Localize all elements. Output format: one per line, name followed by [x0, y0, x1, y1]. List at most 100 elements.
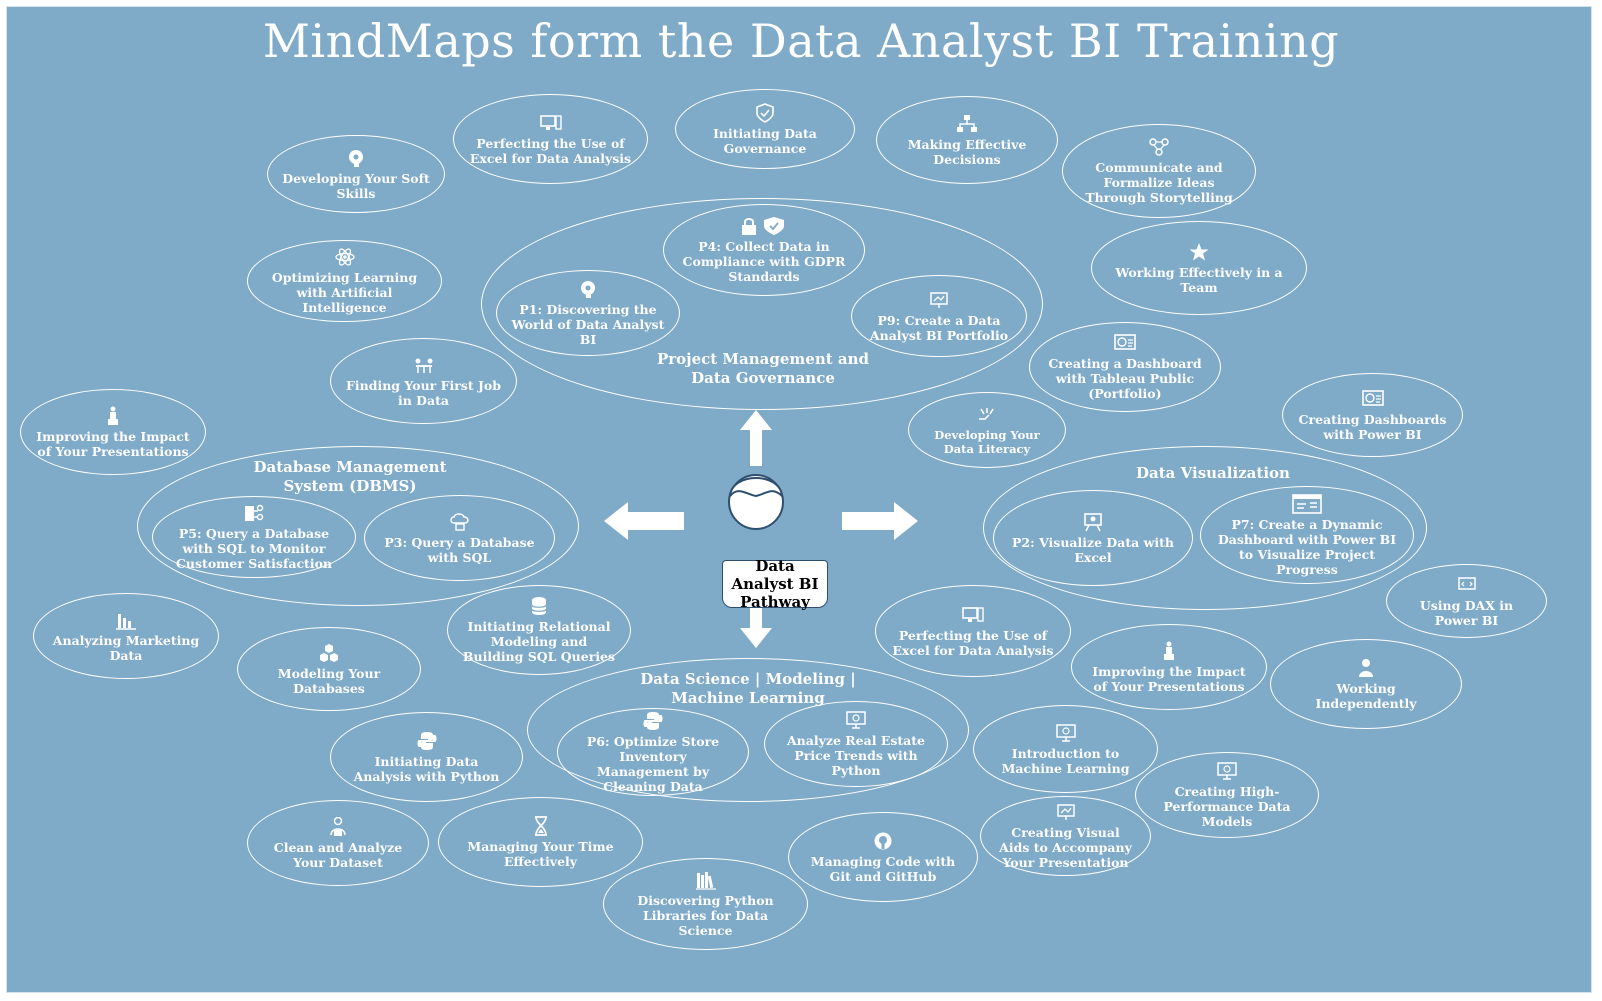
network-icon — [1148, 137, 1170, 157]
hourglass-icon — [530, 815, 552, 836]
node-decisions-label: Making Effective Decisions — [907, 136, 1027, 167]
node-excel-bottom: Perfecting the Use of Excel for Data Ana… — [875, 585, 1071, 677]
node-independent: Working Independently — [1270, 639, 1462, 729]
node-relational-label: Initiating Relational Modeling and Build… — [462, 619, 616, 664]
speaker-icon — [102, 406, 124, 426]
node-powerbi-dash-label: Creating Dashboards with Power BI — [1298, 411, 1447, 442]
node-clean-dataset-label: Clean and Analyze Your Dataset — [273, 839, 403, 870]
node-p7: P7: Create a Dynamic Dashboard with Powe… — [1200, 486, 1414, 584]
diagram-title: MindMaps form the Data Analyst BI Traini… — [262, 14, 1340, 68]
node-p6: P6: Optimize Store Inventory Management … — [557, 708, 749, 796]
easel-icon — [1082, 512, 1104, 532]
node-marketing-label: Analyzing Marketing Data — [52, 632, 200, 663]
ml-screen-icon — [845, 710, 867, 730]
node-hp-models-label: Creating High-Performance Data Models — [1163, 784, 1291, 829]
node-real-estate-label: Analyze Real Estate Price Trends with Py… — [786, 733, 925, 778]
node-storytelling-label: Communicate and Formalize Ideas Through … — [1085, 160, 1233, 205]
node-visual-aids-label: Creating Visual Aids to Accompany Your P… — [999, 825, 1132, 870]
node-p3: P3: Query a Database with SQL — [364, 495, 555, 581]
node-ml-intro: Introduction to Machine Learning — [973, 705, 1158, 793]
computer-icon — [539, 113, 562, 133]
node-p3-label: P3: Query a Database with SQL — [384, 534, 535, 565]
lock-shield-icon — [739, 216, 789, 236]
head-gears-icon — [345, 148, 367, 168]
node-p9: P9: Create a Data Analyst BI Portfolio — [851, 275, 1027, 357]
dashboard-icon — [1361, 389, 1384, 409]
node-p1: P1: Discovering the World of Data Analys… — [496, 270, 680, 356]
meeting-icon — [413, 355, 435, 375]
node-python-libs-label: Discovering Python Libraries for Data Sc… — [637, 893, 774, 938]
node-p5-label: P5: Query a Database with SQL to Monitor… — [175, 526, 333, 571]
node-presentations-right: Improving the Impact of Your Presentatio… — [1071, 624, 1267, 710]
cloud-server-icon — [449, 512, 471, 532]
computer-icon — [962, 605, 984, 625]
node-p2-label: P2: Visualize Data with Excel — [1012, 534, 1174, 565]
atom-icon — [334, 247, 356, 267]
group-project-ellipse — [481, 198, 1043, 410]
node-p1-label: P1: Discovering the World of Data Analys… — [511, 302, 665, 347]
dashboard-icon — [1114, 333, 1136, 353]
arrow-down — [740, 596, 772, 648]
speaker-icon — [1158, 641, 1180, 661]
code-screen-icon — [1456, 575, 1478, 595]
node-soft-skills-label: Developing Your Soft Skills — [282, 170, 430, 201]
ml-screen-icon — [1216, 761, 1238, 781]
group-dataviz-title: Data Visualization — [1136, 464, 1290, 482]
github-icon — [872, 831, 894, 851]
presentation-icon — [928, 290, 950, 310]
presentation-icon — [1055, 802, 1077, 822]
node-governance: Initiating Data Governance — [675, 89, 855, 169]
node-independent-label: Working Independently — [1315, 680, 1417, 711]
arrow-up — [740, 410, 772, 466]
node-tableau: Creating a Dashboard with Tableau Public… — [1029, 322, 1221, 412]
node-clean-dataset: Clean and Analyze Your Dataset — [247, 800, 429, 886]
node-governance-label: Initiating Data Governance — [713, 125, 817, 156]
node-soft-skills: Developing Your Soft Skills — [267, 135, 445, 213]
group-dbms-ellipse — [137, 446, 579, 606]
node-decisions: Making Effective Decisions — [876, 96, 1058, 184]
node-presentations-right-label: Improving the Impact of Your Presentatio… — [1092, 663, 1246, 694]
node-ml-intro-label: Introduction to Machine Learning — [1001, 745, 1130, 776]
database-icon — [528, 596, 550, 616]
node-tableau-label: Creating a Dashboard with Tableau Public… — [1048, 356, 1202, 401]
node-first-job-label: Finding Your First Job in Data — [346, 377, 501, 408]
node-hp-models: Creating High-Performance Data Models — [1135, 752, 1319, 838]
group-datascience-title: Data Science | Modeling | Machine Learni… — [640, 670, 856, 707]
shield-check-icon — [754, 102, 776, 123]
node-p5: P5: Query a Database with SQL to Monitor… — [152, 496, 356, 578]
node-real-estate: Analyze Real Estate Price Trends with Py… — [764, 701, 948, 787]
node-excel-bottom-label: Perfecting the Use of Excel for Data Ana… — [892, 627, 1054, 658]
node-p4: P4: Collect Data in Compliance with GDPR… — [663, 204, 865, 296]
cubes-icon — [318, 643, 340, 663]
arrow-left — [604, 502, 684, 540]
arrow-right — [842, 502, 918, 540]
node-data-literacy: Developing Your Data Literacy — [908, 392, 1066, 468]
node-python-intro-label: Initiating Data Analysis with Python — [353, 753, 500, 784]
python-icon — [642, 711, 664, 731]
node-team-label: Working Effectively in a Team — [1115, 264, 1283, 295]
node-time: Managing Your Time Effectively — [438, 797, 643, 887]
team-star-icon — [1188, 242, 1210, 262]
node-p4-label: P4: Collect Data in Compliance with GDPR… — [682, 239, 846, 284]
node-p7-label: P7: Create a Dynamic Dashboard with Powe… — [1217, 516, 1397, 577]
python-icon — [416, 731, 438, 751]
node-data-literacy-label: Developing Your Data Literacy — [934, 427, 1040, 456]
node-visual-aids: Creating Visual Aids to Accompany Your P… — [980, 796, 1151, 876]
node-p9-label: P9: Create a Data Analyst BI Portfolio — [869, 312, 1009, 343]
analyst-icon — [327, 816, 349, 837]
dashboard-window-icon — [1292, 493, 1322, 514]
ml-screen-icon — [1055, 723, 1077, 743]
node-modeling-db: Modeling Your Databases — [237, 627, 421, 711]
group-dataviz-ellipse — [983, 446, 1427, 610]
node-presentations-left: Improving the Impact of Your Presentatio… — [20, 389, 206, 475]
node-presentations-left-label: Improving the Impact of Your Presentatio… — [36, 428, 190, 459]
node-excel-top: Perfecting the Use of Excel for Data Ana… — [453, 94, 648, 184]
database-network-icon — [243, 503, 265, 523]
node-dax-label: Using DAX in Power BI — [1419, 597, 1514, 628]
books-icon — [695, 870, 717, 890]
node-modeling-db-label: Modeling Your Databases — [277, 665, 381, 696]
node-time-label: Managing Your Time Effectively — [467, 838, 614, 869]
node-storytelling: Communicate and Formalize Ideas Through … — [1062, 124, 1256, 218]
node-excel-top-label: Perfecting the Use of Excel for Data Ana… — [469, 135, 632, 166]
worker-icon — [1355, 658, 1377, 678]
